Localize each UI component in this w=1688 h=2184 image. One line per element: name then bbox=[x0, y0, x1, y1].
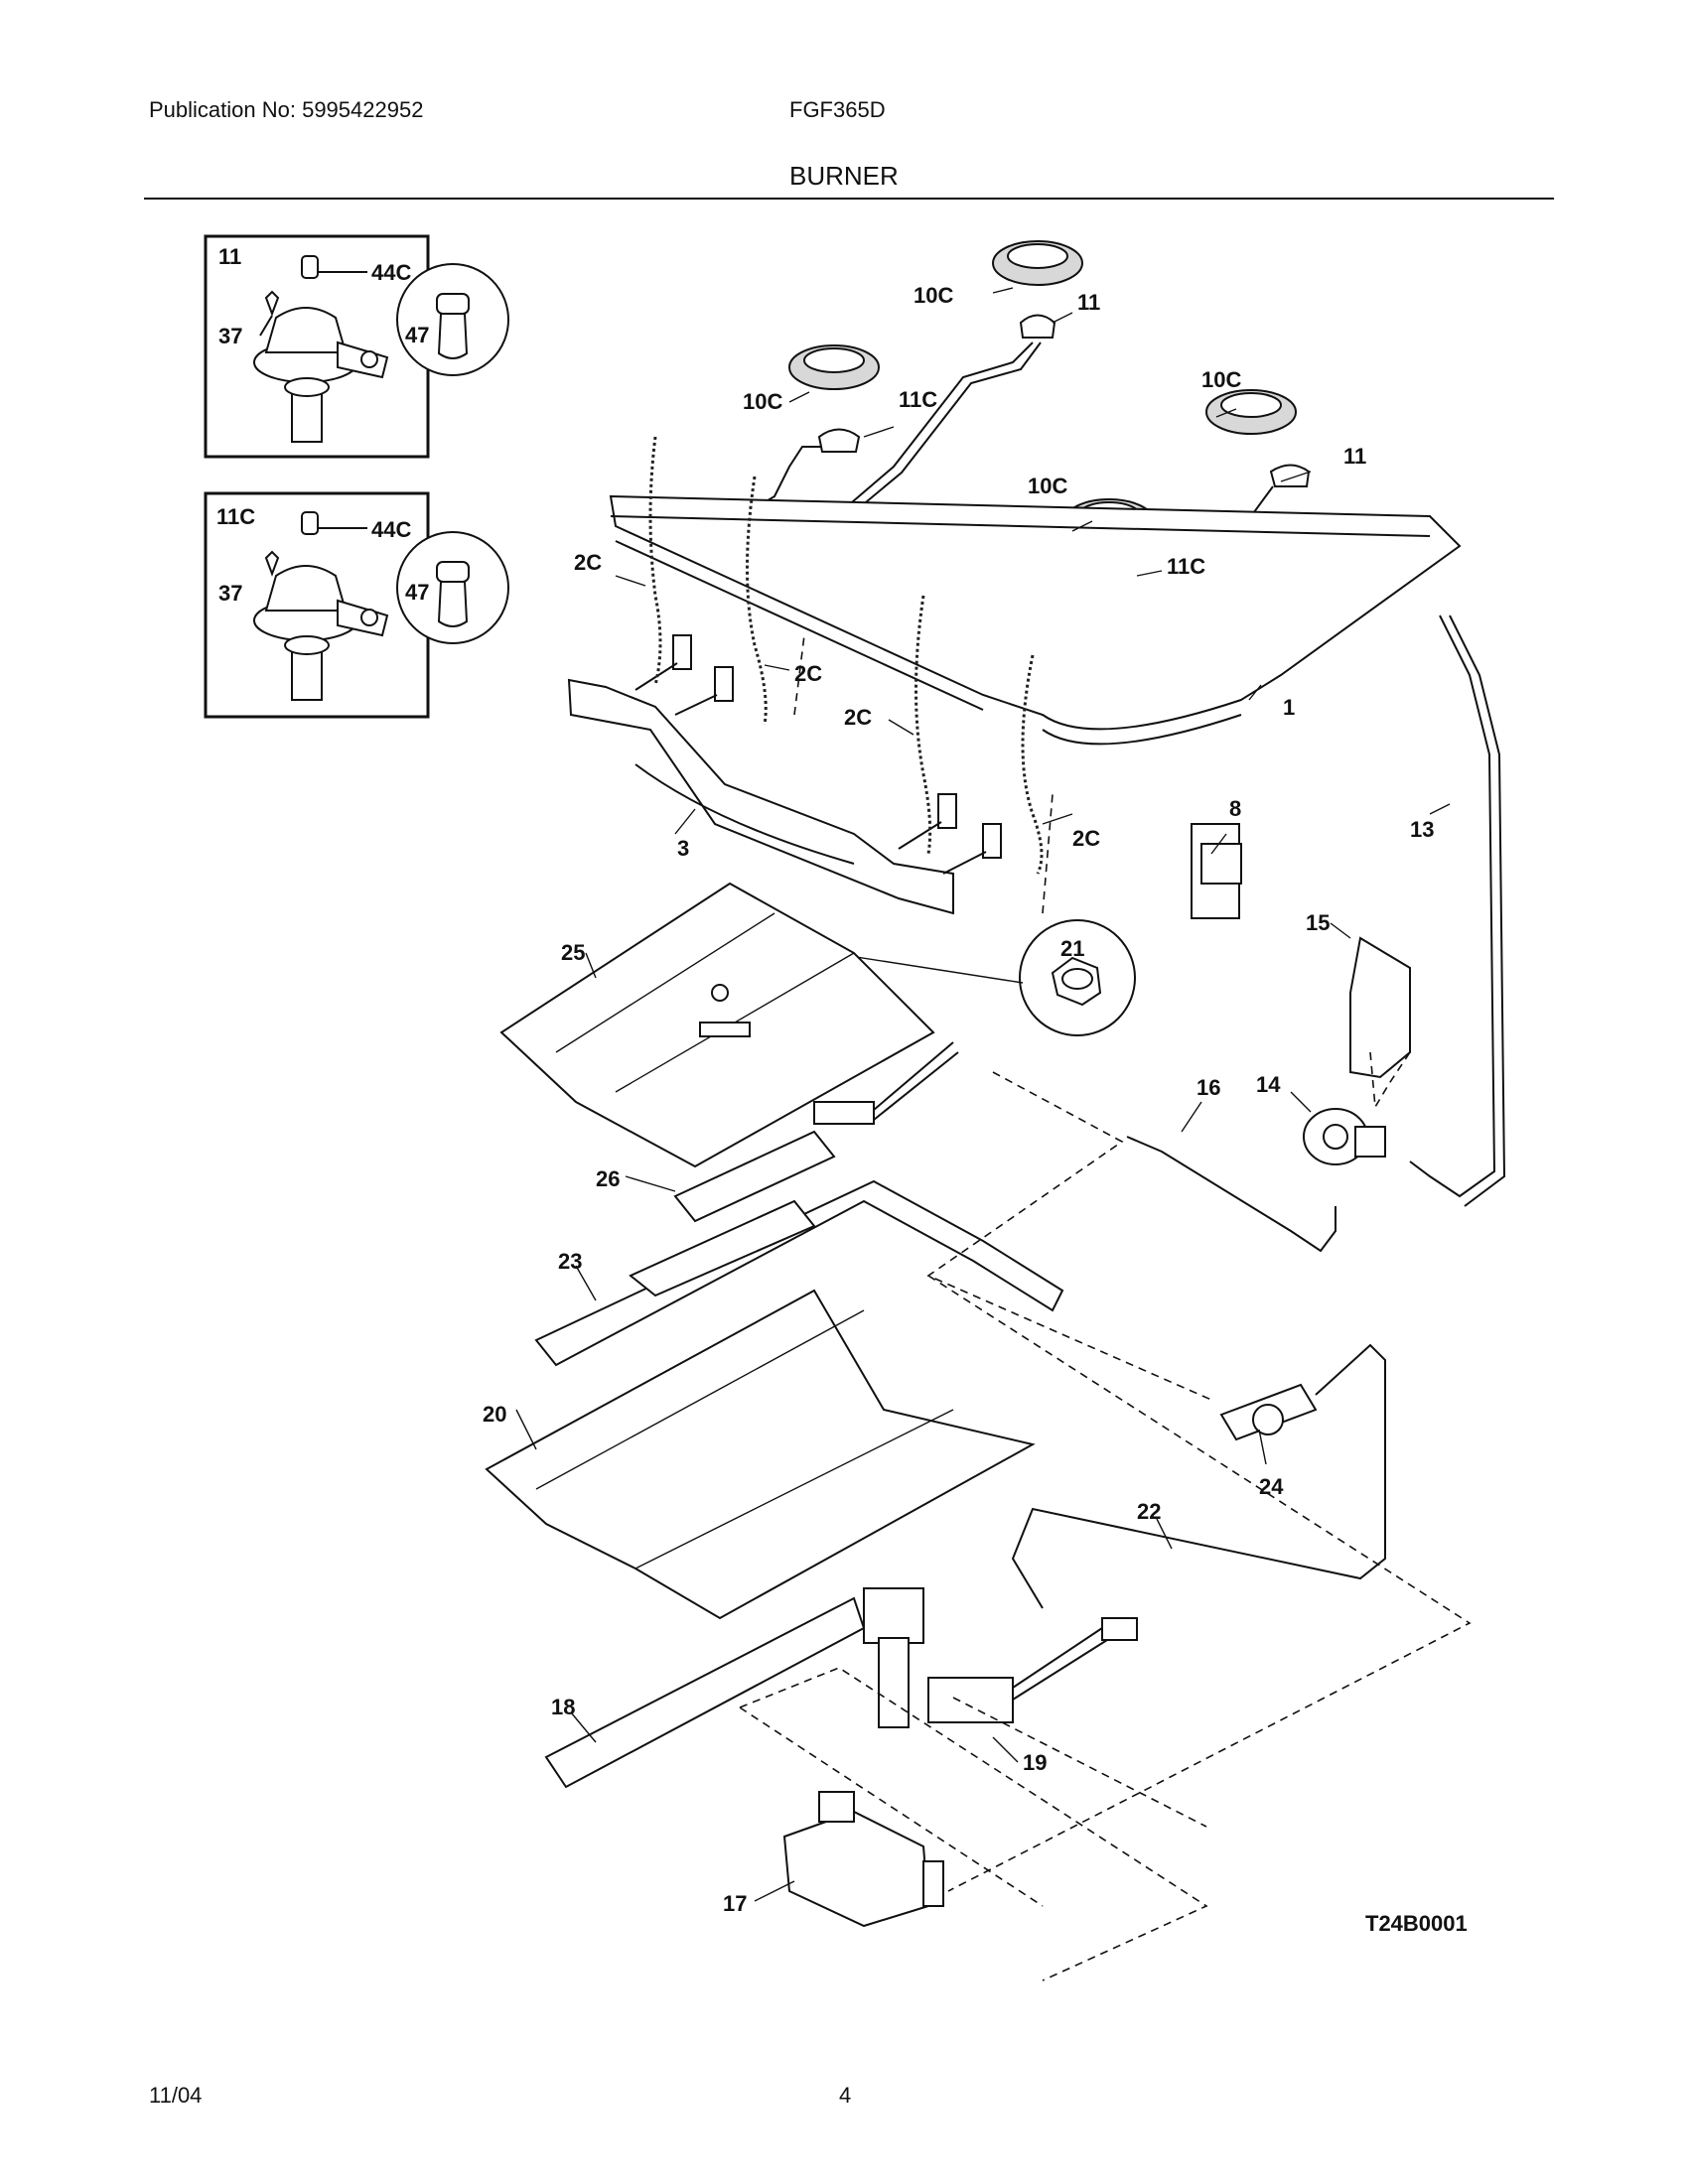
callout-2c-d: 2C bbox=[1072, 826, 1100, 851]
model-number: FGF365D bbox=[789, 97, 886, 122]
section-title: BURNER bbox=[789, 161, 899, 191]
burner-head-rear-center bbox=[823, 240, 1083, 533]
footer-date: 11/04 bbox=[149, 2083, 203, 2108]
callout-11-rear: 11 bbox=[1077, 290, 1100, 315]
callout-19: 19 bbox=[1023, 1750, 1047, 1775]
callout-2c-c: 2C bbox=[844, 705, 872, 730]
callout-18: 18 bbox=[551, 1695, 575, 1719]
callout-11c-left: 11C bbox=[899, 387, 937, 412]
inset-11-title: 11 bbox=[218, 244, 241, 269]
page-number: 4 bbox=[839, 2083, 852, 2108]
spark-module bbox=[1191, 823, 1242, 919]
publication-number: Publication No: 5995422952 bbox=[149, 97, 424, 122]
callout-11c-front: 11C bbox=[1167, 554, 1205, 579]
callout-44c-inset-11c: 44C bbox=[371, 517, 411, 542]
valve-bracket bbox=[567, 678, 954, 915]
callout-2c-a: 2C bbox=[574, 550, 602, 575]
callout-1: 1 bbox=[1283, 695, 1295, 720]
inset-11c-title: 11C bbox=[216, 504, 255, 529]
broil-burner-23 bbox=[534, 1179, 1064, 1367]
callout-44c-inset-11: 44C bbox=[371, 260, 411, 285]
callout-37-inset-11c: 37 bbox=[218, 581, 242, 606]
callout-8: 8 bbox=[1229, 796, 1241, 821]
baffle-plate-20 bbox=[485, 1289, 1036, 1620]
callout-16: 16 bbox=[1196, 1075, 1220, 1100]
callout-14: 14 bbox=[1256, 1072, 1281, 1097]
spark-wire-c bbox=[914, 595, 932, 855]
callout-24: 24 bbox=[1259, 1474, 1284, 1499]
callout-47-inset-11: 47 bbox=[405, 323, 429, 347]
gas-tube-13 bbox=[1409, 614, 1496, 1198]
inset-11c: 11C 44C 37 47 bbox=[204, 491, 509, 719]
callout-25: 25 bbox=[561, 940, 585, 965]
igniter-19 bbox=[927, 1617, 1138, 1723]
diagram-code: T24B0001 bbox=[1365, 1911, 1468, 1936]
bake-burner-18 bbox=[544, 1587, 924, 1789]
callout-47-inset-11c: 47 bbox=[405, 580, 429, 605]
callout-10c-front: 10C bbox=[1028, 474, 1067, 498]
inset-11: 11 44C 37 47 bbox=[204, 234, 509, 459]
callout-10c-left: 10C bbox=[743, 389, 782, 414]
callout-20: 20 bbox=[483, 1402, 506, 1427]
igniter-26 bbox=[673, 1041, 959, 1223]
header-rule bbox=[144, 198, 1554, 200]
callout-3: 3 bbox=[677, 836, 689, 861]
spark-wire-b bbox=[746, 476, 768, 726]
nut-detail bbox=[734, 919, 1136, 1036]
gas-tube-16 bbox=[1126, 1136, 1336, 1253]
callout-22: 22 bbox=[1137, 1499, 1161, 1524]
callout-21: 21 bbox=[1060, 936, 1084, 961]
callout-10c-rear: 10C bbox=[914, 283, 953, 308]
callout-2c-b: 2C bbox=[794, 661, 822, 686]
callout-37-inset-11: 37 bbox=[218, 324, 242, 348]
oven-thermostat-valve-17 bbox=[782, 1791, 944, 1928]
valve-group-left bbox=[634, 634, 734, 716]
callout-17: 17 bbox=[723, 1891, 747, 1916]
callout-13: 13 bbox=[1410, 817, 1434, 842]
callout-15: 15 bbox=[1306, 910, 1330, 935]
leader-lines bbox=[515, 287, 1451, 1902]
callout-10c-right: 10C bbox=[1201, 367, 1241, 392]
pressure-regulator bbox=[1303, 1108, 1386, 1165]
heat-shield-25 bbox=[499, 882, 935, 1168]
regulator-bracket bbox=[1349, 936, 1411, 1079]
orifice-holder-24 bbox=[1011, 1343, 1386, 1609]
callout-26: 26 bbox=[596, 1166, 620, 1191]
routing-dashes bbox=[739, 634, 1472, 1981]
callout-11-right: 11 bbox=[1343, 444, 1366, 469]
spark-wire-a bbox=[648, 436, 662, 686]
callout-23: 23 bbox=[558, 1249, 582, 1274]
manifold-bar bbox=[609, 494, 1462, 746]
valve-group-right bbox=[898, 793, 1002, 875]
burner-head-left bbox=[754, 344, 880, 509]
spark-wire-d bbox=[1021, 654, 1044, 875]
